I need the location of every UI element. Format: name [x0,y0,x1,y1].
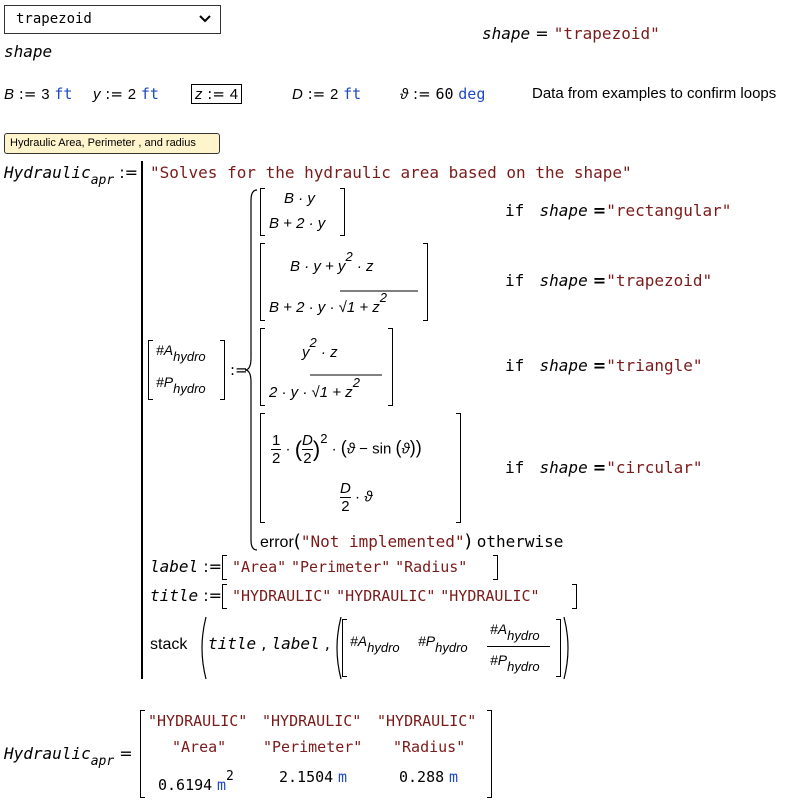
case3-bracket-right [388,328,393,406]
label-bracket-left [222,555,227,580]
result-matrix-bracket-left [140,710,145,798]
stack-vector-bracket-left [342,619,347,677]
case2-area-expr: B · y + y2 · z [290,249,374,275]
result-title-1: "HYDRAULIC" [148,712,248,730]
program-bar [141,161,143,679]
lhs-bracket-left [148,340,153,400]
case3-bracket-left [260,328,265,406]
lhs-area: #Ahydro [156,342,206,364]
result-label-radius: "Radius" [393,738,466,756]
program-name[interactable]: Hydraulicapr := [4,163,139,188]
case1-area-expr: B · y [284,190,315,207]
note-text: Data from examples to confirm loops [532,85,777,102]
stack-vector-perimeter: #Phydro [418,633,468,655]
label-vector: "Area" "Perimeter" "Radius" [232,558,468,576]
title-bracket-left [222,584,227,609]
label-bracket-right [493,555,498,580]
shape-dropdown-value: trapezoid [16,11,92,27]
lhs-perimeter: #Phydro [156,374,206,396]
case4-bracket-left [260,413,265,523]
otherwise-branch: error("Not implemented") otherwise [260,531,564,552]
case4-bracket-right [456,413,461,523]
case2-perimeter-expr: B + 2 · y · √1 + z2 [269,290,388,316]
case3-condition: if shape ="triangle" [505,356,703,375]
title-vector: "HYDRAULIC" "HYDRAULIC" "HYDRAULIC" [232,587,540,605]
shape-dropdown[interactable]: trapezoid [4,5,221,34]
region-badge[interactable]: Hydraulic Area, Perimeter , and radius [4,133,220,154]
case2-bracket-left [260,243,265,321]
stack-paren-left [201,616,207,680]
case2-bracket-right [423,243,428,321]
lhs-assign-op: := [230,361,248,379]
def-B[interactable]: B := 3 ft [4,85,73,103]
chevron-down-icon [199,15,211,23]
case1-bracket-left [260,188,265,236]
case1-bracket-right [340,188,345,236]
stack-vector-radius-fraction-bar [487,646,550,647]
result-name[interactable]: Hydraulicapr = [4,744,133,769]
title-assignment: title := [150,586,223,605]
cases-brace [244,189,258,551]
label-assignment: label := [150,557,223,576]
result-title-2: "HYDRAULIC" [262,712,362,730]
result-value-radius: 0.288 m [399,768,458,786]
result-title-3: "HYDRAULIC" [377,712,477,730]
result-value-area: 0.6194 m2 [158,769,234,794]
case2-sqrt [340,290,418,292]
case1-condition: if shape ="rectangular" [505,201,732,220]
shape-result: shape = "trapezoid" [482,24,660,43]
case3-area-expr: y2 · z [302,335,338,361]
result-value-perimeter: 2.1504 m [279,768,347,786]
stack-vector-radius-num: #Ahydro [490,621,540,643]
stack-call: stack [150,636,188,653]
def-y[interactable]: y := 2 ft [93,85,159,103]
result-matrix-bracket-right [487,710,492,798]
def-theta[interactable]: ϑ := 60 deg [400,85,486,103]
stack-vector-area: #Ahydro [350,633,400,655]
stack-vector-bracket-right [556,619,561,677]
case3-sqrt [310,374,382,376]
def-D[interactable]: D := 2 ft [292,85,362,103]
result-label-area: "Area" [172,738,227,756]
title-bracket-right [572,584,577,609]
lhs-bracket-right [220,340,225,400]
result-label-perimeter: "Perimeter" [263,738,363,756]
def-z[interactable]: z := 4 [191,84,243,104]
case2-condition: if shape ="trapezoid" [505,271,713,290]
dropdown-variable-label: shape [4,42,53,61]
case4-condition: if shape ="circular" [505,458,703,477]
program-comment: "Solves for the hydraulic area based on … [150,163,632,182]
stack-paren-right [563,616,569,680]
case1-perimeter-expr: B + 2 · y [269,215,326,232]
case3-perimeter-expr: 2 · y · √1 + z2 [269,375,360,401]
stack-vector-radius-den: #Phydro [490,652,540,674]
stack-args: title , label , [208,634,330,653]
stack-inner-paren-left [336,616,342,680]
